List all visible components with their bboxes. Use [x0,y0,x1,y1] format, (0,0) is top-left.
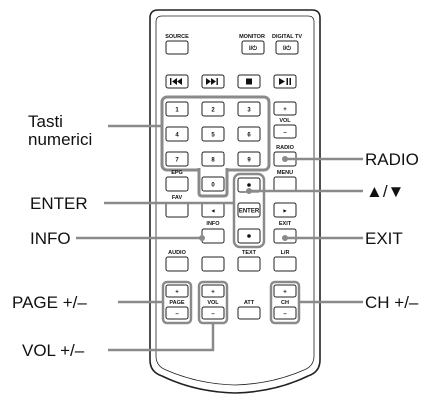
lr-label: L/R [281,250,290,256]
fav-button[interactable] [165,202,189,218]
digital-tv-button[interactable] [275,40,299,55]
ch-minus-glyph: – [283,312,287,318]
leader-lines [76,124,363,352]
vol-key-label: VOL [207,300,219,306]
digit-key-0[interactable]: 0 [201,176,225,192]
ch-key-label: CH [281,300,289,306]
digit-label: 0 [211,183,215,189]
right-arrow-icon: ▸ [282,209,287,215]
audio-button[interactable] [165,256,189,272]
digit-key-4[interactable]: 4 [165,126,189,142]
digit-label: 5 [211,133,215,139]
text-label: TEXT [242,250,257,256]
digit-key-6[interactable]: 6 [237,126,261,142]
digit-label: 8 [211,158,215,164]
epg-label: EPG [171,170,183,176]
digit-label: 6 [247,133,251,139]
exit-callout: EXIT [365,229,403,248]
text-button[interactable] [237,256,261,272]
digit-key-3[interactable]: 3 [237,101,261,117]
ch-plus-button[interactable] [273,284,297,298]
digit-label: 9 [247,158,251,164]
radio-label: RADIO [276,145,294,151]
play-pause-icon [279,78,291,85]
remote-inner-outline [155,15,315,386]
vol-minus-glyph: – [283,130,287,136]
ch-minus-button[interactable] [273,306,297,320]
page-plus-button[interactable] [165,284,189,298]
vol-minus-button[interactable] [273,124,297,139]
ch-plus-glyph: + [283,290,287,296]
digit-key-2[interactable]: 2 [201,101,225,117]
menu-label: MENU [277,170,293,176]
fav-label: FAV [172,195,183,201]
digital-tv-label: DIGITAL TV [272,34,302,40]
digit-key-9[interactable]: 9 [237,151,261,167]
digit-label: 7 [175,158,179,164]
source-label: SOURCE [165,34,189,40]
source-button[interactable] [165,40,189,55]
leader-dots [199,156,288,241]
menu-button[interactable] [273,176,297,192]
digit-label: 1 [175,108,179,114]
att-button[interactable] [237,306,261,320]
right-button[interactable] [273,202,297,218]
skip-back-icon [170,78,182,85]
digit-key-5[interactable]: 5 [201,126,225,142]
exit-label: EXIT [279,221,292,227]
enter-callout: ENTER [30,194,88,213]
vol-plus-button[interactable] [273,101,297,116]
digit-label: 4 [175,133,179,139]
page-key-label: PAGE [169,300,185,306]
vol-minus-bottom-glyph: – [211,312,215,318]
skip-forward-icon [206,78,218,85]
vol-side-label: VOL [279,118,291,124]
vol-minus-bottom-button[interactable] [201,306,225,320]
info-button[interactable] [201,228,225,244]
page-minus-button[interactable] [165,306,189,320]
monitor-label: MONITOR [239,34,265,40]
page-callout: PAGE +/– [12,293,87,312]
left-arrow-icon: ◂ [210,209,215,215]
enter-button[interactable] [237,202,261,218]
digit-key-7[interactable]: 7 [165,151,189,167]
down-dot-icon [247,234,251,238]
radio-callout: RADIO [365,150,419,169]
arrows-callout: ▲/▼ [366,182,404,201]
digit-label: 2 [211,108,215,114]
vol-leader [108,323,215,352]
stop-icon [246,78,252,85]
att-label: ATT [244,300,255,306]
enter-key-label: ENTER [239,209,260,215]
navigation-cluster [232,172,266,249]
ch-callout: CH +/– [365,293,419,312]
monitor-button[interactable] [241,40,265,55]
vol-plus-bottom-button[interactable] [201,284,225,298]
number-keys-callout-line1: Tasti [28,112,63,131]
page-minus-glyph: – [175,312,179,318]
info-label: INFO [206,221,220,227]
digital-tv-power-icon: I/⏻ [283,45,291,52]
info-callout: INFO [30,229,71,248]
number-keys-callout-line2: numerici [28,130,92,149]
epg-button[interactable] [165,176,189,192]
digit-label: 3 [247,108,251,114]
lr-button[interactable] [273,256,297,272]
vol-callout: VOL +/– [22,341,85,360]
digit-key-1[interactable]: 1 [165,101,189,117]
vol-plus-glyph: + [283,107,287,113]
audio-label: AUDIO [168,250,186,256]
digit-key-8[interactable]: 8 [201,151,225,167]
blank-button[interactable] [201,256,225,272]
monitor-power-icon: I/⏻ [249,45,257,52]
page-plus-glyph: + [175,290,179,296]
up-dot-icon [247,183,251,187]
vol-plus-bottom-glyph: + [211,290,215,296]
